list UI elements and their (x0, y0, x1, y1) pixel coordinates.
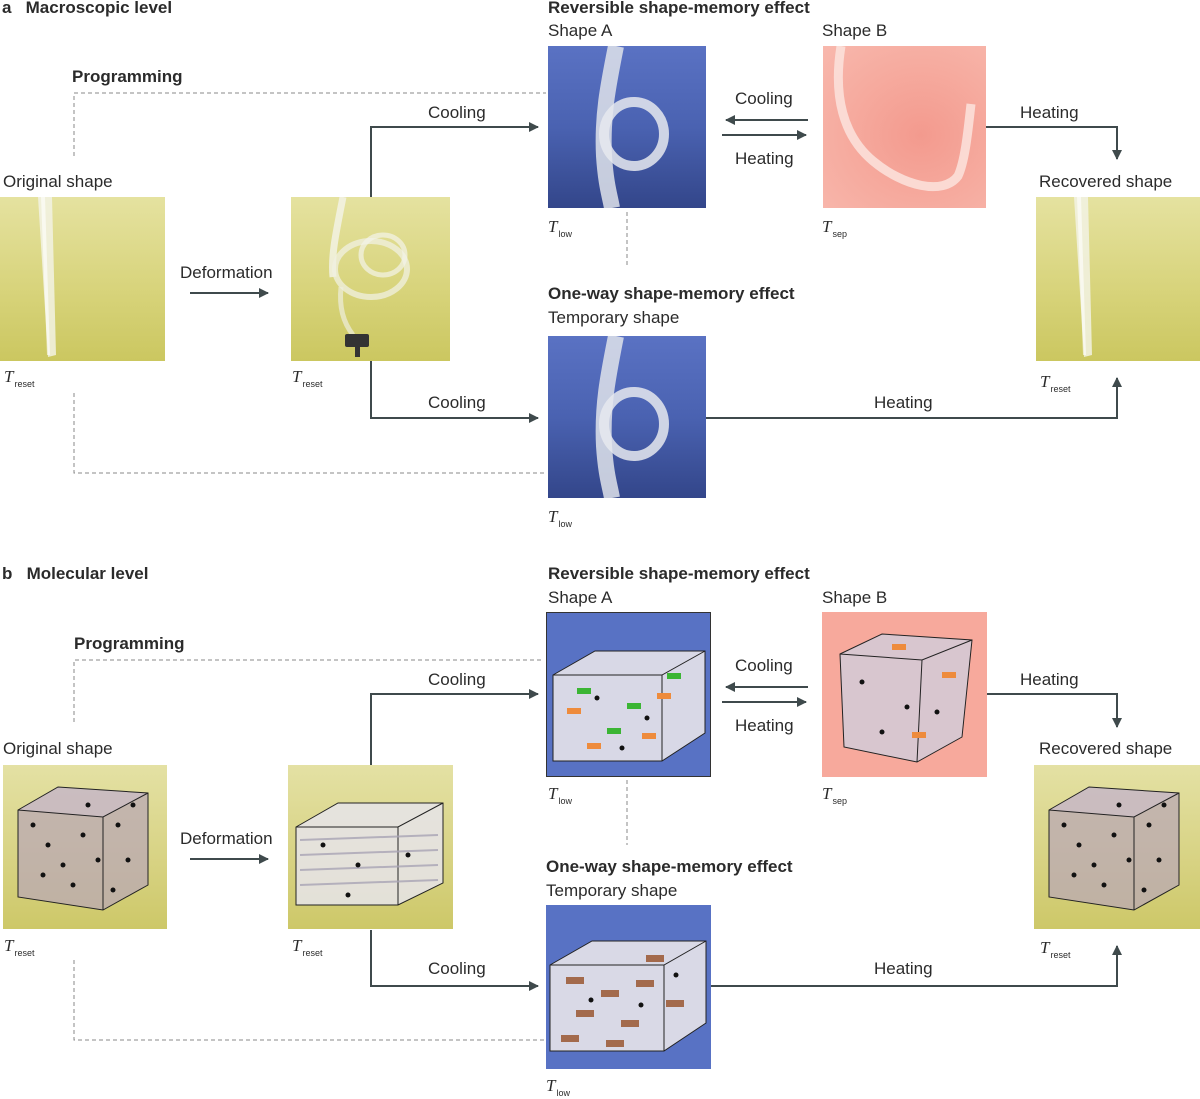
reversible-title-b: Reversible shape-memory effect (548, 564, 810, 583)
t-low-label-b1: Tlow (548, 784, 572, 806)
cooling-to-shape-a-arrow-a (370, 122, 539, 197)
temporary-shape-label-a: Temporary shape (548, 308, 680, 327)
cooling-mid-label-a: Cooling (735, 89, 793, 108)
straight-strip-icon (38, 197, 56, 357)
programming-dashed-lower-b (73, 960, 544, 1041)
t-reset-label-b2: Treset (292, 936, 323, 958)
shape-b-label-a: Shape B (822, 21, 888, 40)
panel-title-b: Molecular level (26, 564, 149, 583)
cooling-upper-label-a: Cooling (428, 103, 486, 122)
cooling-lower-label-b: Cooling (428, 959, 486, 978)
temporary-shape-label-b: Temporary shape (546, 881, 678, 900)
partially-aligned-network-icon (839, 633, 973, 763)
deformation-label-a: Deformation (180, 263, 273, 282)
programming-label-a: Programming (72, 67, 183, 86)
cooling-to-temporary-arrow-a (370, 361, 539, 423)
deformed-shape-image-b (288, 765, 453, 929)
aligned-network-icon (552, 650, 706, 762)
original-shape-image-b (3, 765, 167, 929)
original-shape-image-a (0, 197, 165, 361)
t-reset-label-b3: Treset (1040, 938, 1071, 960)
original-shape-label-a: Original shape (3, 172, 113, 191)
deformed-shape-image-a (291, 197, 450, 361)
panel-b-heading: b Molecular level (2, 564, 148, 584)
shape-b-label-b: Shape B (822, 588, 888, 607)
panel-a-dashed (73, 92, 628, 474)
panel-letter-b: b (2, 564, 13, 583)
hook-strip-icon (833, 46, 976, 192)
programming-label-b: Programming (74, 634, 185, 653)
cooling-upper-label-b: Cooling (428, 670, 486, 689)
original-shape-label-b: Original shape (3, 739, 113, 758)
heating-mid-label-a: Heating (735, 149, 794, 168)
temporary-shape-image-a (548, 336, 706, 498)
t-reset-label-a1: Treset (4, 367, 35, 389)
shape-b-image-b (822, 612, 987, 777)
shape-b-image-a (823, 46, 986, 208)
t-reset-label-a3: Treset (1040, 372, 1071, 394)
shape-a-image-a (548, 46, 706, 208)
heating-mid-label-b: Heating (735, 716, 794, 735)
curled-strip-icon (595, 46, 669, 208)
heating-right-label-b: Heating (1020, 670, 1079, 689)
heating-right-label-a: Heating (1020, 103, 1079, 122)
cooling-mid-label-b: Cooling (735, 656, 793, 675)
recovered-shape-label-a: Recovered shape (1039, 172, 1173, 191)
t-low-label-a1: Tlow (548, 217, 572, 239)
programming-dashed-lower-a (73, 393, 546, 474)
t-reset-label-b1: Treset (4, 936, 35, 958)
recovered-shape-image-b (1034, 765, 1200, 929)
t-sep-label-b: Tsep (822, 784, 847, 806)
t-sep-label-a: Tsep (822, 217, 847, 239)
straight-strip-icon (1074, 197, 1092, 357)
shape-a-label-b: Shape A (548, 588, 613, 607)
curled-strip-icon (595, 336, 669, 498)
reversible-title-a: Reversible shape-memory effect (548, 0, 810, 17)
cooling-to-temporary-arrow-b (370, 930, 539, 991)
heating-oneway-to-recovered-arrow-a (706, 377, 1122, 419)
heating-oneway-to-recovered-arrow-b (711, 945, 1122, 987)
stretched-network-icon (295, 802, 444, 906)
panel-b-dashed (73, 659, 628, 1041)
panel-title-a: Macroscopic level (25, 0, 173, 17)
shape-a-label-a: Shape A (548, 21, 613, 40)
recovered-shape-image-a (1036, 197, 1200, 361)
temporary-shape-image-b (546, 905, 711, 1069)
panel-a-connectors (190, 115, 1122, 423)
coiled-strip-icon (329, 197, 410, 357)
fixed-network-icon (549, 940, 707, 1052)
heating-to-recovered-arrow-b (986, 693, 1122, 728)
t-reset-label-a2: Treset (292, 367, 323, 389)
panel-b-connectors (190, 682, 1122, 991)
cooling-to-shape-a-arrow-b (370, 689, 539, 765)
heating-lower-label-a: Heating (874, 393, 933, 412)
oneway-title-a: One-way shape-memory effect (548, 284, 795, 303)
t-low-label-a2: Tlow (548, 507, 572, 529)
panel-a-heading: a Macroscopic level (2, 0, 172, 18)
recovered-shape-label-b: Recovered shape (1039, 739, 1173, 758)
programming-dashed-upper-a (73, 92, 546, 156)
heating-to-recovered-arrow-a (986, 126, 1122, 160)
deformation-label-b: Deformation (180, 829, 273, 848)
polymer-network-cube-icon (1048, 786, 1180, 911)
panel-letter-a: a (2, 0, 12, 17)
shape-a-image-b (546, 612, 711, 777)
polymer-network-cube-icon (17, 786, 149, 911)
t-low-label-b2: Tlow (546, 1076, 570, 1098)
heating-lower-label-b: Heating (874, 959, 933, 978)
oneway-title-b: One-way shape-memory effect (546, 857, 793, 876)
cooling-lower-label-a: Cooling (428, 393, 486, 412)
